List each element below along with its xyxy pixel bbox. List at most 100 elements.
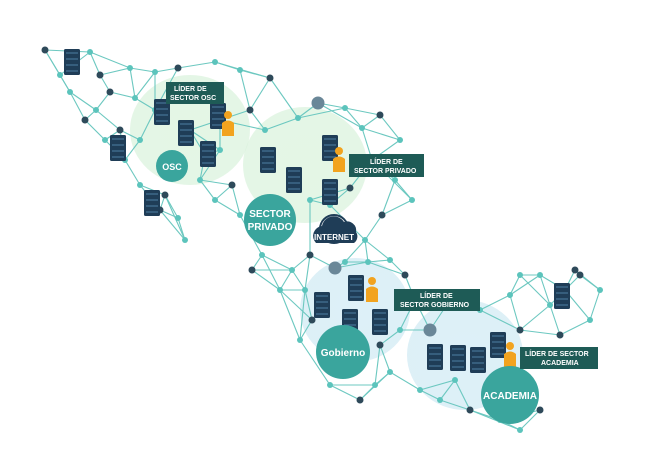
osc-circle[interactable]: OSC (156, 150, 188, 182)
network-edge (84, 119, 106, 141)
sector-privado-label-2: PRIVADO (248, 222, 293, 233)
network-node (516, 326, 524, 334)
network-node (362, 237, 368, 243)
network-edge (69, 91, 97, 111)
lider-academia-label: LÍDER DE SECTOR ACADEMIA (520, 347, 598, 369)
lider-osc-line1: LÍDER DE (174, 84, 207, 93)
network-edge (231, 184, 241, 216)
server-icon (348, 275, 364, 301)
network-node (372, 382, 378, 388)
server-icon (260, 147, 276, 173)
network-node (266, 74, 274, 82)
network-node (517, 427, 523, 433)
network-edge (519, 274, 551, 306)
academia-circle[interactable]: ACADEMIA (481, 366, 539, 424)
sector-privado-label-1: SECTOR (249, 209, 291, 220)
network-node (67, 89, 73, 95)
network-edge (291, 254, 311, 271)
network-node (387, 369, 393, 375)
network-node (387, 257, 393, 263)
network-node (401, 271, 409, 279)
network-edge (469, 409, 521, 431)
network-node (328, 261, 342, 275)
network-edge (519, 409, 541, 431)
network-edge (379, 344, 391, 373)
osc-label: OSC (162, 162, 182, 172)
network-edge (299, 319, 313, 341)
network-node (346, 184, 354, 192)
network-node (587, 317, 593, 323)
server-icon (64, 49, 80, 75)
network-edge (509, 274, 521, 296)
network-node (376, 111, 384, 119)
lider-privado-line2: SECTOR PRIVADO (354, 168, 417, 175)
sector-circles: OSC SECTOR PRIVADO Gobierno ACADEMIA (156, 150, 539, 424)
network-node (576, 271, 584, 279)
person-layer (222, 111, 516, 367)
server-icon (372, 309, 388, 335)
network-edge (159, 209, 186, 241)
network-edge (439, 399, 471, 411)
network-edge (199, 179, 233, 186)
network-node (452, 377, 458, 383)
network-node (262, 127, 268, 133)
network-node (161, 191, 169, 199)
lider-osc-line2: SECTOR OSC (170, 95, 216, 102)
internet-cloud[interactable]: INTERNET (313, 214, 358, 244)
network-edge (364, 214, 383, 241)
academia-label: ACADEMIA (483, 391, 537, 402)
network-node (259, 252, 265, 258)
network-edge (124, 139, 141, 161)
network-node (237, 67, 243, 73)
lider-osc-label: LÍDER DE SECTOR OSC (166, 82, 224, 104)
server-icon (286, 167, 302, 193)
gobierno-circle[interactable]: Gobierno (316, 325, 370, 379)
network-edge (124, 159, 141, 186)
network-edge (119, 129, 141, 141)
network-edge (374, 344, 381, 386)
network-edge (177, 61, 216, 69)
leader-person-icon (366, 277, 378, 302)
network-edges (44, 49, 601, 431)
network-edge (95, 109, 121, 131)
network-node (466, 406, 474, 414)
network-node (571, 266, 579, 274)
network-edge (279, 289, 313, 321)
network-edge (299, 339, 331, 386)
network-edge (89, 51, 131, 69)
server-icon (427, 344, 443, 370)
network-node (342, 259, 348, 265)
network-node (437, 397, 443, 403)
network-edge (389, 371, 421, 391)
network-node (311, 96, 325, 110)
network-edge (381, 179, 396, 216)
network-edge (109, 91, 136, 99)
network-node (306, 251, 314, 259)
network-edge (439, 379, 456, 401)
server-icon (490, 332, 506, 358)
network-edge (479, 294, 511, 311)
lider-gobierno-line1: LÍDER DE (420, 291, 453, 300)
network-node (537, 272, 543, 278)
network-edge (269, 77, 299, 119)
network-edge (129, 67, 136, 99)
sector-privado-circle[interactable]: SECTOR PRIVADO (244, 194, 296, 246)
network-node (597, 287, 603, 293)
network-edge (261, 254, 281, 291)
network-node (392, 177, 398, 183)
network-edge (261, 254, 293, 271)
network-edge (367, 259, 391, 263)
network-node (423, 323, 437, 337)
network-node (536, 406, 544, 414)
server-icon (178, 120, 194, 146)
network-edge (297, 107, 346, 119)
network-edge (589, 289, 601, 321)
network-node (378, 211, 386, 219)
network-edge (539, 274, 551, 306)
network-edge (329, 384, 361, 401)
network-edge (89, 51, 101, 76)
network-edge (304, 289, 313, 321)
network-node (41, 46, 49, 54)
network-edge (361, 114, 381, 129)
